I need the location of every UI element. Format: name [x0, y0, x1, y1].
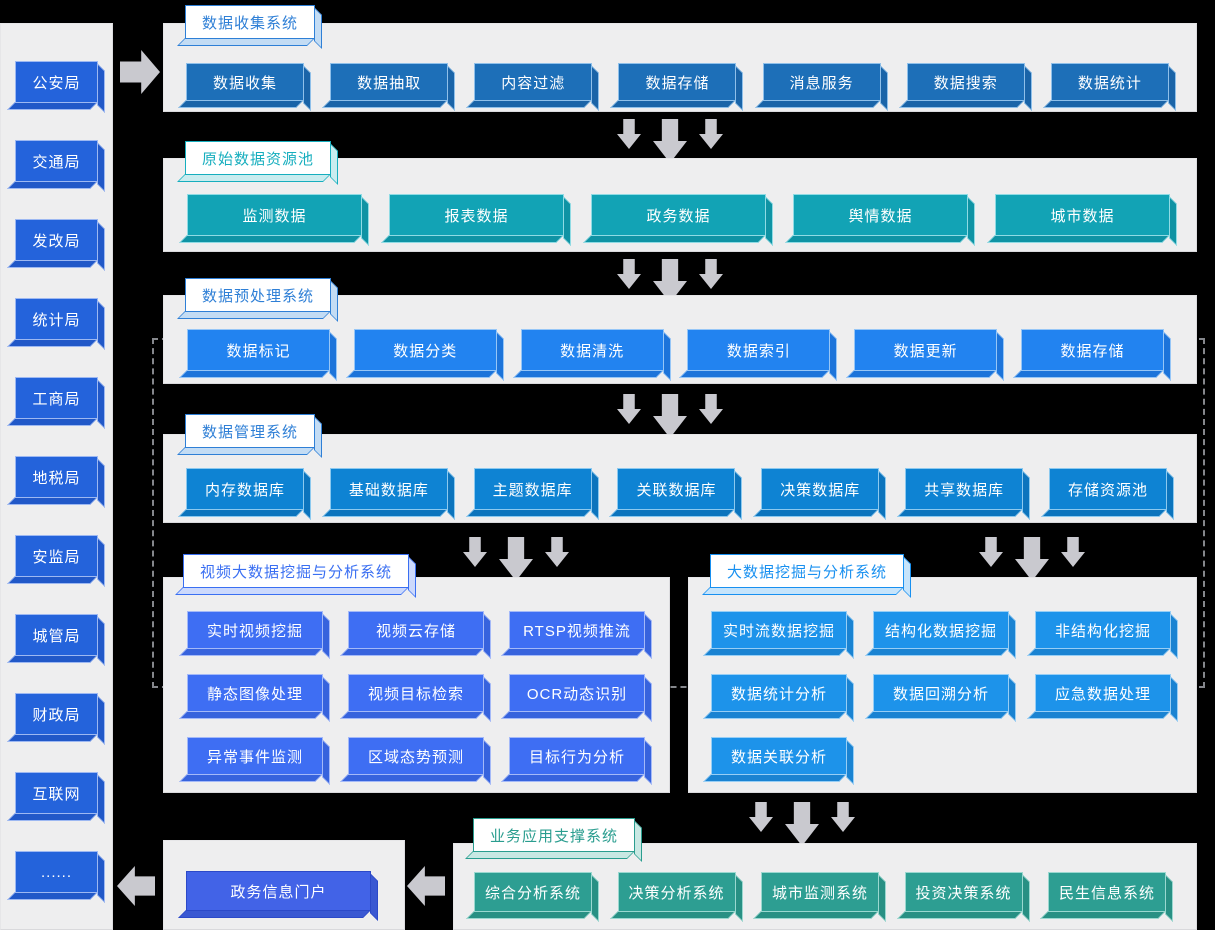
module-box: 数据更新 [854, 329, 998, 371]
flow-down-arrows [749, 802, 855, 846]
source-org-box: 公安局 [15, 61, 98, 103]
module-box: 共享数据库 [905, 468, 1024, 510]
module-box: 数据标记 [187, 329, 330, 371]
module-box: 实时视频挖掘 [187, 611, 323, 649]
down-arrow-icon [1015, 537, 1049, 581]
module-box: 数据搜索 [906, 63, 1025, 101]
down-arrow-icon [699, 259, 723, 289]
module-box: 数据清洗 [520, 329, 664, 371]
preprocess-section-title: 数据预处理系统 [185, 278, 332, 312]
module-box: 数据收集 [186, 63, 304, 101]
down-arrow-icon [617, 394, 641, 424]
source-org-box: 统计局 [15, 298, 98, 340]
down-arrow-icon [831, 802, 855, 832]
module-box: OCR动态识别 [509, 674, 645, 712]
module-box: 数据存储 [1020, 329, 1164, 371]
module-box: 数据抽取 [330, 63, 449, 101]
module-box: 主题数据库 [473, 468, 592, 510]
management-section-title: 数据管理系统 [185, 414, 316, 448]
source-org-box: 互联网 [15, 772, 98, 814]
module-box: 决策数据库 [761, 468, 880, 510]
module-box: 消息服务 [762, 63, 881, 101]
flow-down-arrows [979, 537, 1085, 581]
down-arrow-icon [617, 259, 641, 289]
module-box: 决策分析系统 [617, 872, 736, 912]
preprocess-section-panel: 数据标记 数据分类 数据清洗 数据索引 数据更新 数据存储 [163, 295, 1197, 384]
module-box: 监测数据 [187, 194, 362, 236]
module-box: 数据存储 [618, 63, 737, 101]
down-arrow-icon [699, 394, 723, 424]
module-box: 区域态势预测 [348, 737, 484, 775]
source-org-box: 城管局 [15, 614, 98, 656]
sources-sidebar-panel: 公安局 交通局 发改局 统计局 工商局 地税局 安监局 城管局 财政局 互联网 … [0, 23, 113, 930]
down-arrow-icon [699, 119, 723, 149]
down-arrow-icon [653, 394, 687, 438]
module-box: 基础数据库 [329, 468, 448, 510]
module-box: 结构化数据挖掘 [873, 611, 1009, 649]
down-arrow-icon [499, 537, 533, 581]
module-box: 数据回溯分析 [873, 674, 1009, 712]
module-box: 舆情数据 [793, 194, 968, 236]
flow-down-arrows [463, 537, 569, 581]
video-section-panel: 实时视频挖掘 视频云存储 RTSP视频推流 静态图像处理 视频目标检索 OCR动… [163, 577, 670, 793]
module-box: 报表数据 [389, 194, 564, 236]
business-section-title: 业务应用支撑系统 [473, 818, 636, 852]
module-box: 数据索引 [687, 329, 831, 371]
down-arrow-icon [1061, 537, 1085, 567]
module-box: 应急数据处理 [1035, 674, 1171, 712]
module-box: 内存数据库 [186, 468, 304, 510]
resource-section-title: 原始数据资源池 [185, 141, 332, 175]
left-arrow-icon [117, 866, 155, 906]
module-box: 数据统计分析 [711, 674, 847, 712]
source-org-box: 安监局 [15, 535, 98, 577]
video-section-title: 视频大数据挖掘与分析系统 [183, 554, 410, 588]
module-box: 综合分析系统 [474, 872, 592, 912]
module-box: 数据统计 [1050, 63, 1169, 101]
mining-section-title: 大数据挖掘与分析系统 [710, 554, 905, 588]
portal-box: 政务信息门户 [186, 871, 371, 911]
flow-down-arrows [617, 119, 723, 163]
module-box: 存储资源池 [1048, 468, 1167, 510]
down-arrow-icon [545, 537, 569, 567]
flow-down-arrows [617, 394, 723, 438]
module-box: 非结构化挖掘 [1035, 611, 1171, 649]
source-org-box: 地税局 [15, 456, 98, 498]
module-box: 投资决策系统 [904, 872, 1023, 912]
module-box: 民生信息系统 [1048, 872, 1166, 912]
down-arrow-icon [785, 802, 819, 846]
source-org-box: ...... [15, 851, 98, 893]
source-org-box: 工商局 [15, 377, 98, 419]
collection-section-panel: 数据收集 数据抽取 内容过滤 数据存储 消息服务 数据搜索 数据统计 [163, 23, 1197, 112]
down-arrow-icon [749, 802, 773, 832]
module-box: 实时流数据挖掘 [711, 611, 847, 649]
down-arrow-icon [653, 119, 687, 163]
down-arrow-icon [463, 537, 487, 567]
module-box: 城市数据 [995, 194, 1170, 236]
module-box: 城市监测系统 [761, 872, 879, 912]
module-box: 视频云存储 [348, 611, 484, 649]
module-box: 关联数据库 [617, 468, 736, 510]
module-box: 静态图像处理 [187, 674, 323, 712]
module-box: 视频目标检索 [348, 674, 484, 712]
management-section-panel: 内存数据库 基础数据库 主题数据库 关联数据库 决策数据库 共享数据库 存储资源… [163, 434, 1197, 523]
module-box: 异常事件监测 [187, 737, 323, 775]
down-arrow-icon [979, 537, 1003, 567]
module-box: 政务数据 [591, 194, 766, 236]
module-box: 数据关联分析 [711, 737, 847, 775]
module-box: 数据分类 [353, 329, 497, 371]
module-box: 目标行为分析 [509, 737, 645, 775]
collection-section-title: 数据收集系统 [185, 5, 316, 39]
module-box: 内容过滤 [474, 63, 593, 101]
portal-panel: 政务信息门户 [163, 840, 405, 930]
left-arrow-icon [407, 866, 445, 906]
down-arrow-icon [617, 119, 641, 149]
module-box: RTSP视频推流 [509, 611, 645, 649]
mining-section-panel: 实时流数据挖掘 结构化数据挖掘 非结构化挖掘 数据统计分析 数据回溯分析 应急数… [688, 577, 1197, 793]
source-org-box: 财政局 [15, 693, 98, 735]
source-org-box: 交通局 [15, 140, 98, 182]
flow-down-arrows [617, 259, 723, 303]
right-arrow-icon [120, 50, 160, 94]
source-org-box: 发改局 [15, 219, 98, 261]
